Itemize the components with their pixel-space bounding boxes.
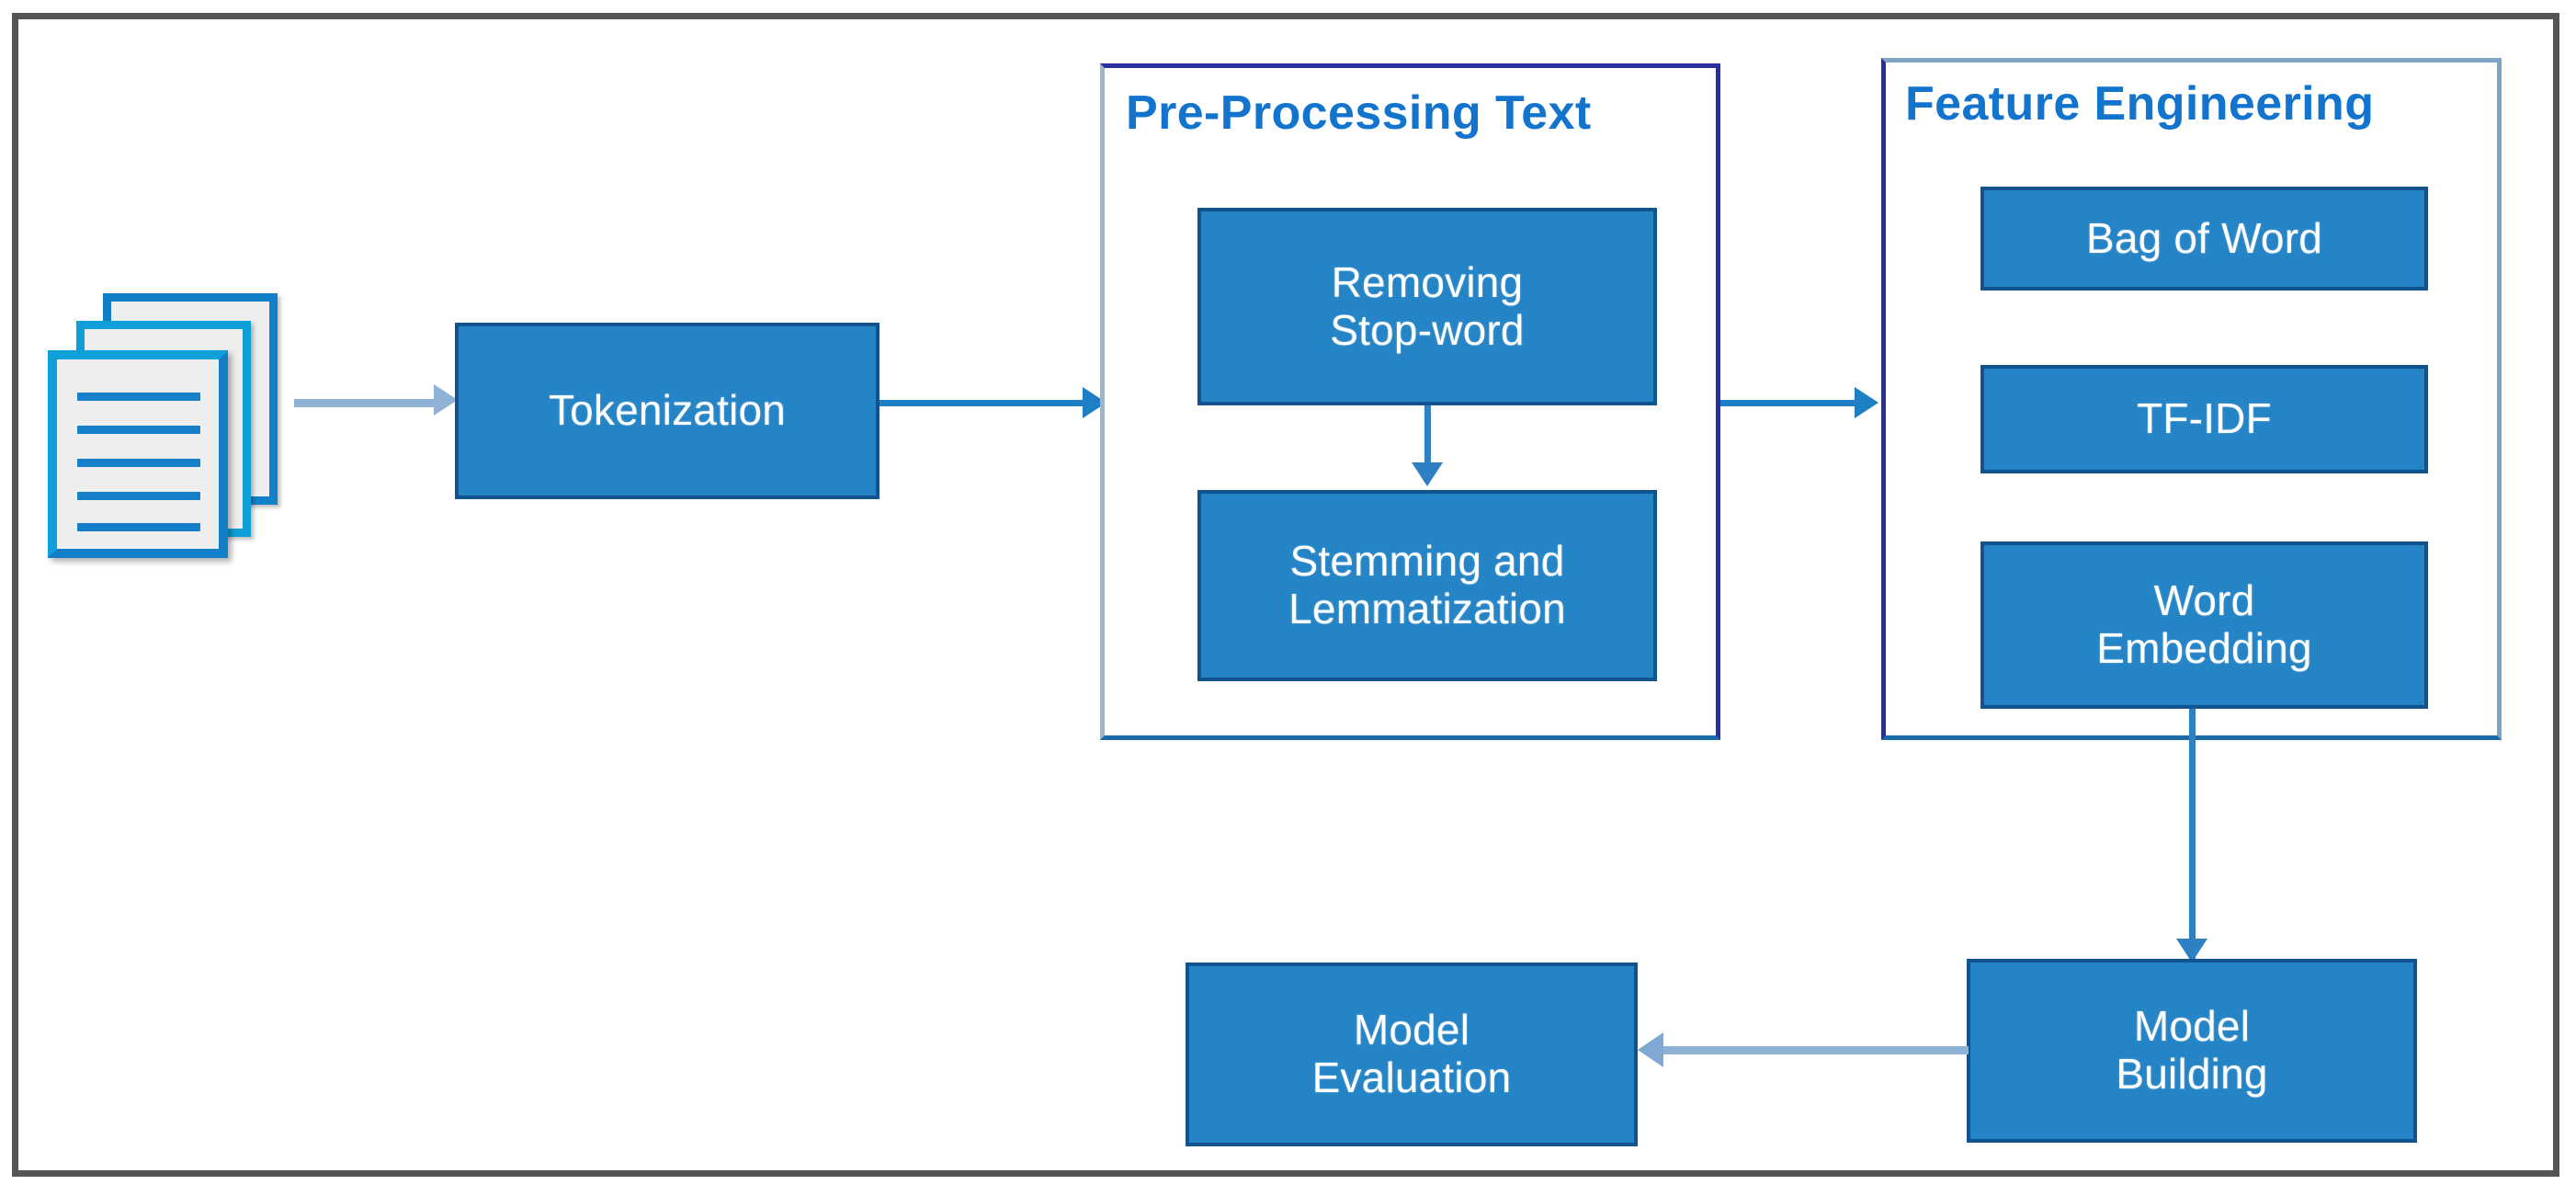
label-line-1: Model xyxy=(1353,1006,1470,1054)
node-stemming-lemmatization-label: Stemming and Lemmatization xyxy=(1281,538,1573,632)
node-tf-idf[interactable]: TF-IDF xyxy=(1980,365,2428,473)
node-bag-of-word[interactable]: Bag of Word xyxy=(1980,187,2428,290)
diagram-outer-frame: Tokenization Pre-Processing Text Removin… xyxy=(12,13,2559,1177)
label-line-1: Word xyxy=(2153,576,2255,625)
document-rule xyxy=(77,459,200,467)
label-line-2: Lemmatization xyxy=(1288,585,1566,632)
node-tokenization[interactable]: Tokenization xyxy=(455,323,879,499)
label-line-2: Stop-word xyxy=(1330,305,1525,354)
edge-tokenization-to-preprocessing xyxy=(879,400,1100,406)
edge-preprocessing-to-feature-engineering xyxy=(1720,400,1869,406)
node-word-embedding[interactable]: Word Embedding xyxy=(1980,541,2428,709)
node-model-building[interactable]: Model Building xyxy=(1967,959,2417,1143)
node-tf-idf-label: TF-IDF xyxy=(2137,394,2272,443)
node-model-evaluation[interactable]: Model Evaluation xyxy=(1186,962,1638,1146)
document-rule xyxy=(77,393,200,401)
label-line-1: Removing xyxy=(1331,257,1524,306)
node-model-evaluation-label: Model Evaluation xyxy=(1305,1007,1519,1101)
label-line-2: Embedding xyxy=(2096,624,2312,672)
edge-model-building-to-model-evaluation xyxy=(1663,1046,1969,1054)
edge-documents-to-tokenization xyxy=(294,399,441,407)
node-tokenization-label: Tokenization xyxy=(548,386,787,435)
group-title-feature-engineering: Feature Engineering xyxy=(1905,77,2375,131)
label-line-2: Building xyxy=(2116,1050,2268,1098)
node-bag-of-word-label: Bag of Word xyxy=(2085,213,2323,262)
edge-feature-engineering-to-model-building xyxy=(2189,709,2196,962)
document-rule xyxy=(77,426,200,434)
arrowhead-preprocessing-to-feature-engineering xyxy=(1855,387,1878,418)
label-line-1: Model xyxy=(2133,1002,2251,1051)
arrowhead-documents-to-tokenization xyxy=(434,384,458,416)
node-word-embedding-label: Word Embedding xyxy=(2089,577,2320,672)
document-sheet-front xyxy=(48,350,228,558)
node-removing-stop-word[interactable]: Removing Stop-word xyxy=(1197,208,1657,405)
arrowhead-feature-engineering-to-model-building xyxy=(2176,939,2207,962)
label-line-1: Stemming and xyxy=(1289,537,1565,586)
group-title-pre-processing-text: Pre-Processing Text xyxy=(1126,86,1592,140)
document-rule xyxy=(77,523,200,531)
arrowhead-removing-to-stemming xyxy=(1412,462,1443,486)
node-removing-stop-word-label: Removing Stop-word xyxy=(1322,257,1531,354)
documents-icon xyxy=(46,293,287,562)
label-line-2: Evaluation xyxy=(1311,1054,1512,1101)
document-rule xyxy=(77,492,200,500)
node-model-building-label: Model Building xyxy=(2108,1003,2275,1098)
node-stemming-lemmatization[interactable]: Stemming and Lemmatization xyxy=(1197,490,1657,681)
arrowhead-model-building-to-model-evaluation xyxy=(1638,1032,1663,1067)
edge-removing-to-stemming xyxy=(1424,405,1431,468)
